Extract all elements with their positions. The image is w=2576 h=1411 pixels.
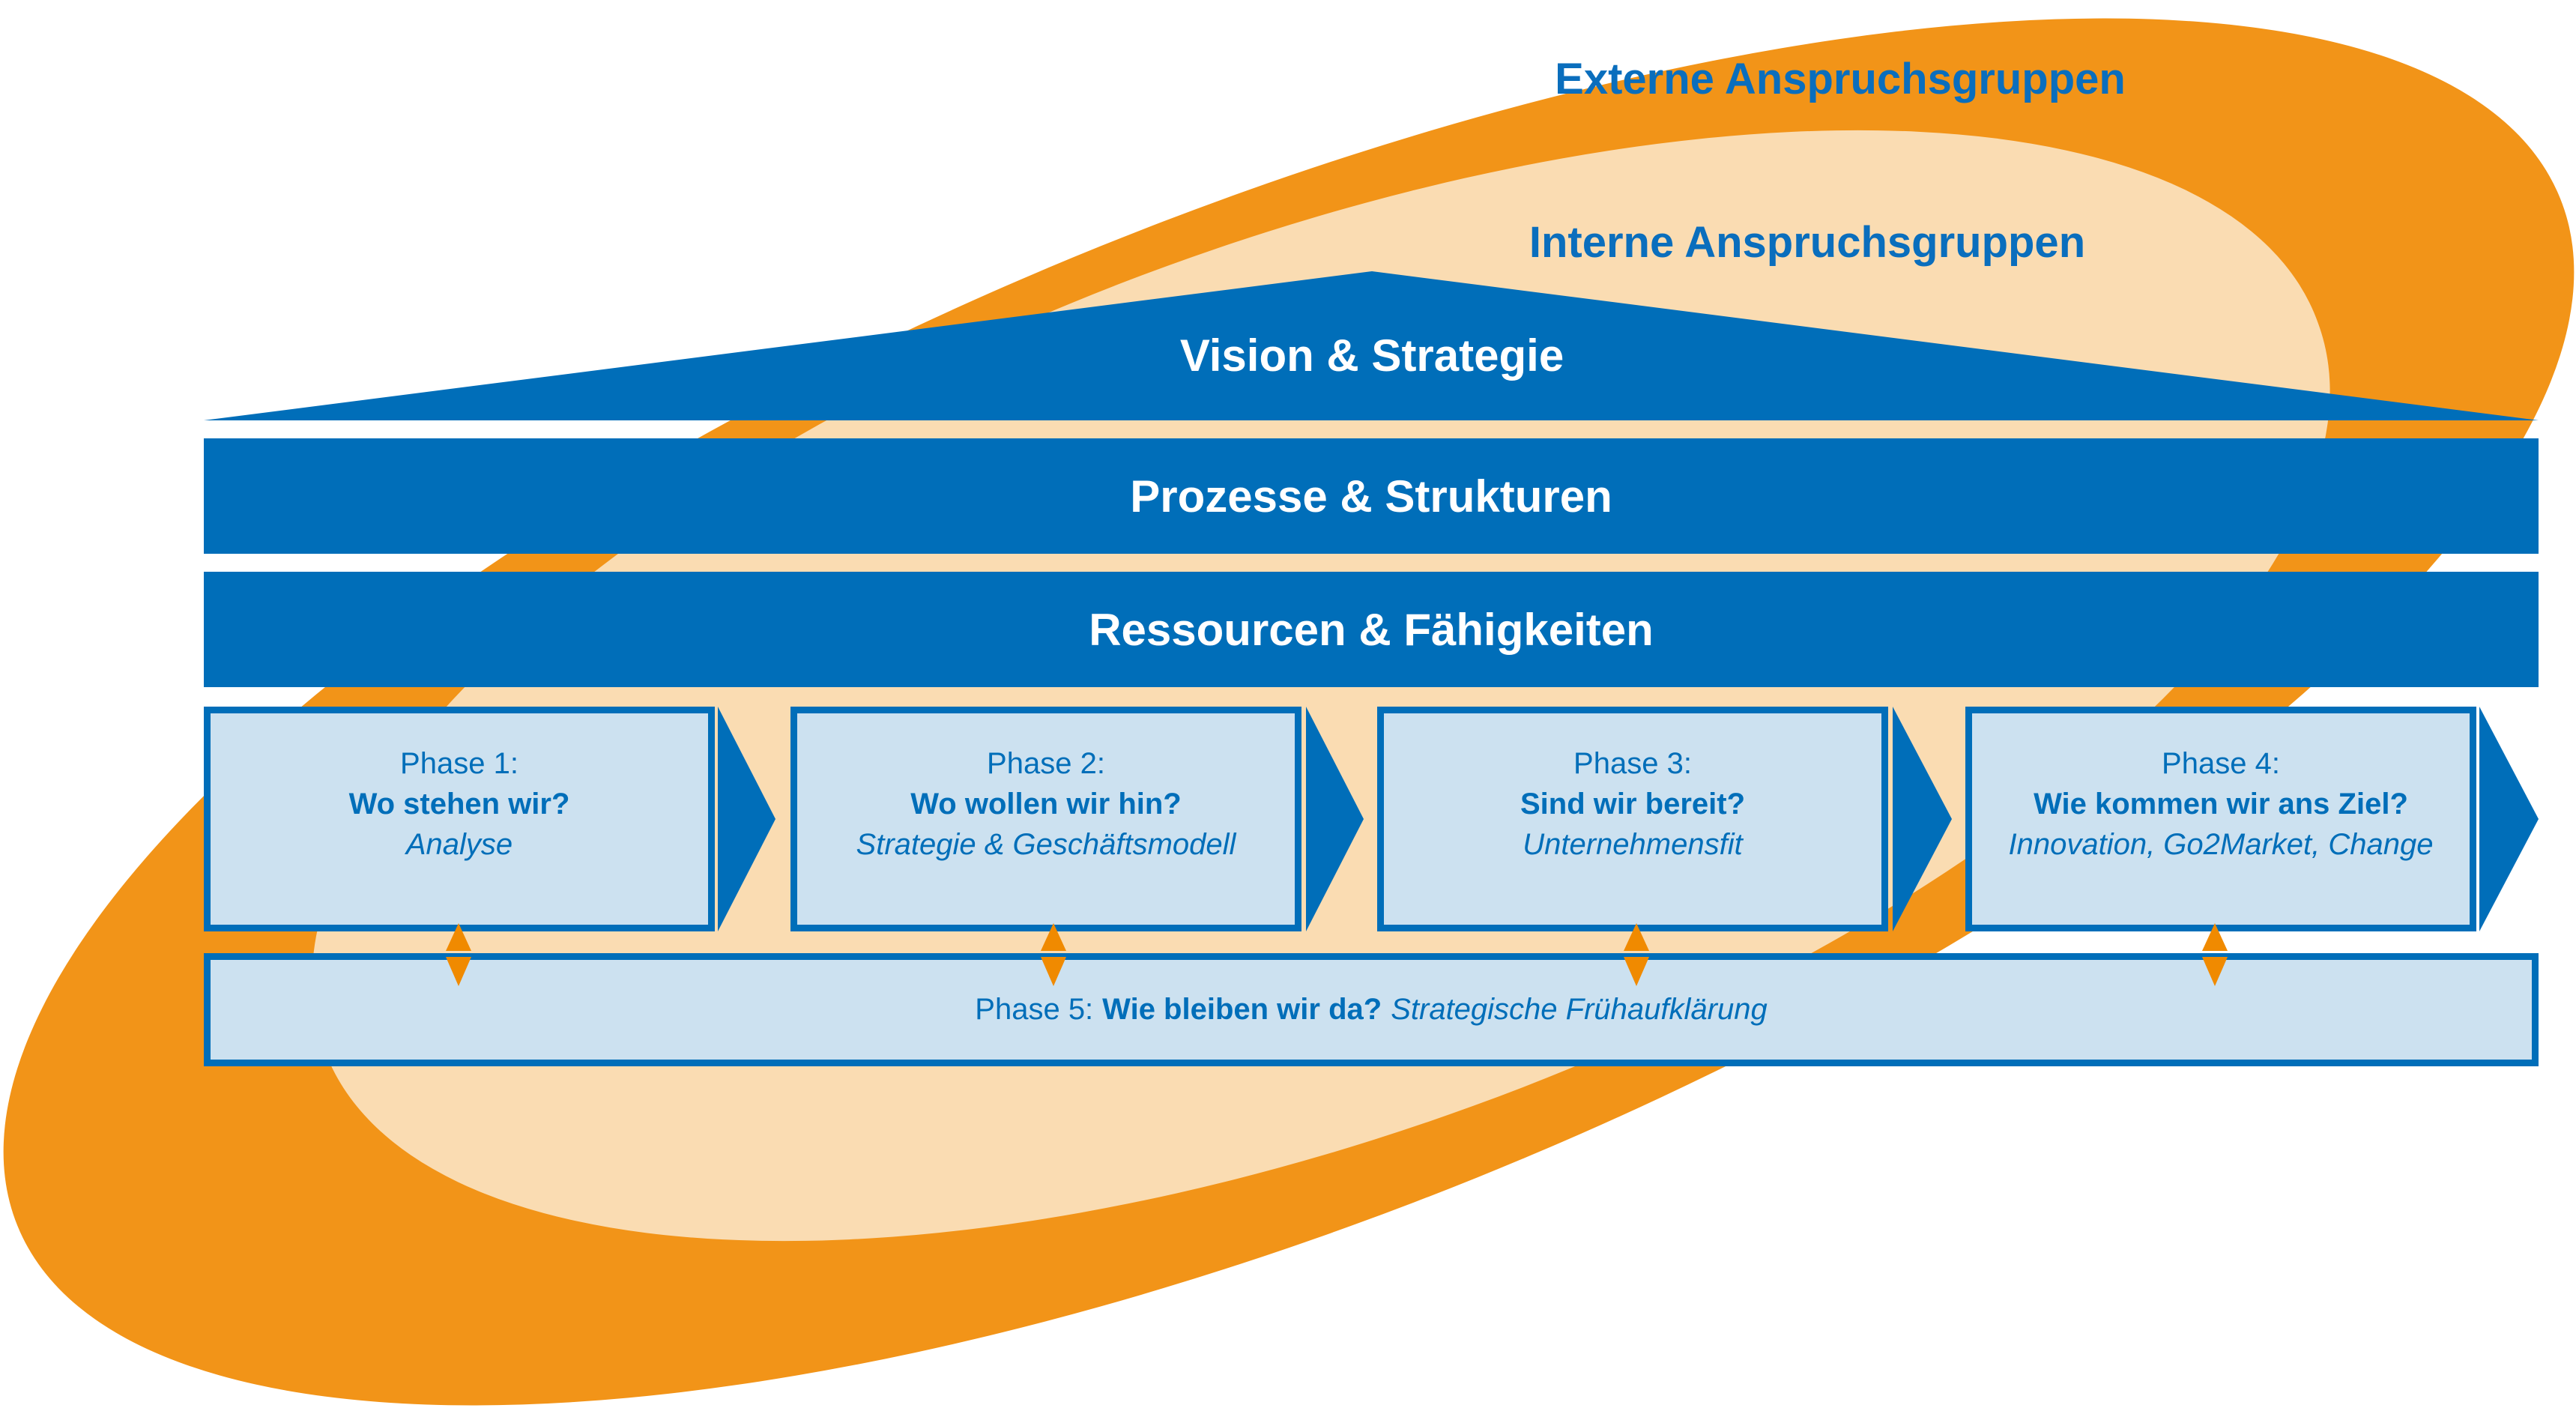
phase-arrow-1 xyxy=(718,707,775,931)
vision-roof xyxy=(204,271,2539,420)
phase-2-box: Phase 2: Wo wollen wir hin? Strategie & … xyxy=(790,707,1301,931)
phase-arrow-4 xyxy=(2479,707,2539,931)
phase-topic: Strategische Frühaufklärung xyxy=(1391,993,1768,1026)
phase-label: Phase 4: xyxy=(2162,747,2280,780)
phase-1-box: Phase 1: Wo stehen wir? Analyse xyxy=(204,707,715,931)
phase-question: Sind wir bereit? xyxy=(1520,788,1746,821)
phase-topic: Innovation, Go2Market, Change xyxy=(2008,828,2434,861)
phase-3-box: Phase 3: Sind wir bereit? Unternehmensfi… xyxy=(1377,707,1888,931)
phase-arrow-2 xyxy=(1306,707,1364,931)
phase-arrow-3 xyxy=(1893,707,1952,931)
phase-label: Phase 3: xyxy=(1573,747,1692,780)
vision-strategy-label: Vision & Strategie xyxy=(1179,330,1564,381)
phase-question: Wie kommen wir ans Ziel? xyxy=(2034,788,2408,821)
phase-topic: Analyse xyxy=(405,828,513,861)
phase-5-box: Phase 5: Wie bleiben wir da? Strategisch… xyxy=(204,953,2539,1066)
phase-question: Wo wollen wir hin? xyxy=(910,788,1182,821)
phase-topic: Unternehmensfit xyxy=(1523,828,1743,861)
internal-stakeholders-label: Interne Anspruchsgruppen xyxy=(1529,218,2086,267)
external-stakeholders-label: Externe Anspruchsgruppen xyxy=(1555,55,2126,103)
phase-question: Wie bleiben wir da? xyxy=(1102,993,1382,1026)
phase-question: Wo stehen wir? xyxy=(348,788,570,821)
phase-label: Phase 1: xyxy=(400,747,518,780)
resources-capabilities-bar: Ressourcen & Fähigkeiten xyxy=(204,572,2539,687)
phase-label: Phase 2: xyxy=(987,747,1105,780)
processes-structures-bar: Prozesse & Strukturen xyxy=(204,438,2539,554)
phase-label: Phase 5: xyxy=(975,993,1094,1026)
phase-4-box: Phase 4: Wie kommen wir ans Ziel? Innova… xyxy=(1965,707,2476,931)
phase-topic: Strategie & Geschäftsmodell xyxy=(856,828,1236,861)
